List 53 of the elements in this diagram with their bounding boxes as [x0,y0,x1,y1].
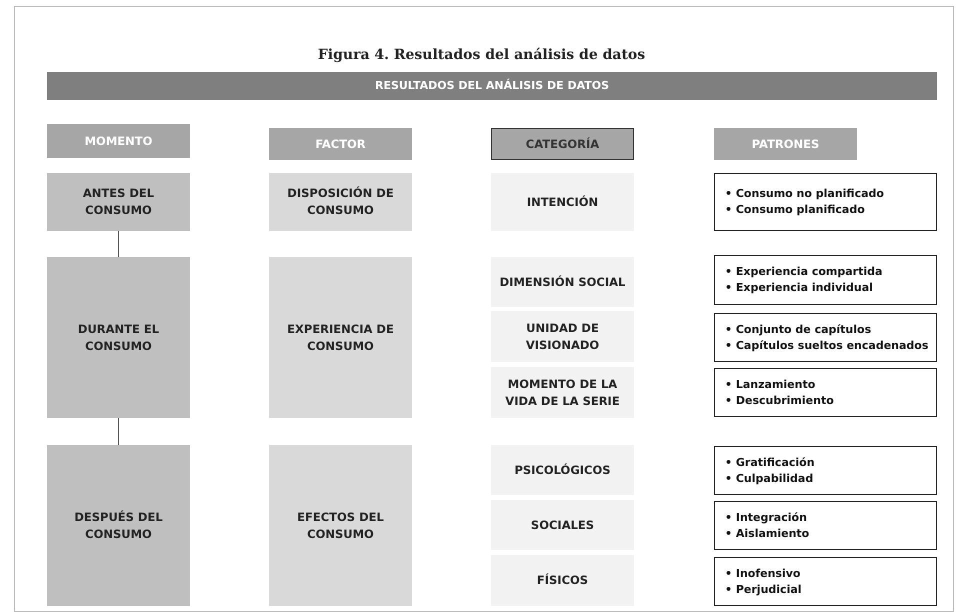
column-header [491,128,634,160]
box-label: ANTES DEL CONSUMO [82,185,156,219]
header-text: RESULTADOS DEL ANÁLISIS DE DATOS [374,78,610,94]
column-header [269,128,412,160]
box-label: INTENCIÓN [526,194,598,210]
moment-box [47,257,190,418]
header-text: MOMENTO [84,132,152,150]
column-header [47,124,190,158]
connector-line [118,230,119,258]
bullet-item: • Consumo planificado [725,202,866,218]
box-label: UNIDAD DE VISIONADO [524,320,600,354]
bullet-item: • Gratificación [725,454,815,470]
box-label: DISPOSICIÓN DE CONSUMO [286,185,395,219]
factor-box [269,445,412,606]
bullet-item: • Aislamiento [725,526,810,542]
pattern-box [714,501,937,550]
pattern-box [714,557,937,606]
bullet-item: • Experiencia compartida [725,264,882,280]
connector-line [118,418,119,446]
bullet-item: • Descubrimiento [725,392,834,408]
figure-title: Figura 4. Resultados del análisis de datos [316,47,646,63]
moment-box [47,173,190,231]
header-text: CATEGORÍA [526,136,600,152]
box-label: DURANTE EL CONSUMO [76,320,160,354]
box-label: SOCIALES [530,516,594,534]
pattern-box [714,313,937,362]
box-label: DIMENSIÓN SOCIAL [500,274,626,290]
pattern-box [714,446,937,495]
box-label: FÍSICOS [536,572,588,589]
factor-box [269,173,412,231]
bullet-item: • Experiencia individual [725,280,874,296]
title-banner [47,72,937,100]
column-header [714,128,857,160]
bullet-item: • Integración [725,510,808,526]
bullet-item: • Capítulos sueltos encadenados [725,338,928,354]
box-label: MOMENTO DE LA VIDA DE LA SERIE [504,376,621,410]
bullet-item: • Culpabilidad [725,470,814,486]
moment-box [47,445,190,606]
pattern-box [714,368,937,417]
bullet-item: • Inofensivo [725,566,802,582]
bullet-item: • Perjudicial [725,582,802,598]
header-text: FACTOR [315,136,366,152]
box-label: PSICOLÓGICOS [514,462,611,478]
pattern-box [714,255,937,305]
box-label: EFECTOS DEL CONSUMO [296,508,385,542]
box-label: DESPUÉS DEL CONSUMO [73,508,164,542]
bullet-item: • Conjunto de capítulos [725,322,872,338]
pattern-box [714,173,937,231]
factor-box [269,257,412,418]
box-label: EXPERIENCIA DE CONSUMO [286,320,395,354]
header-text: PATRONES [752,136,820,152]
bullet-item: • Lanzamiento [725,376,816,392]
bullet-item: • Consumo no planificado [725,186,884,202]
